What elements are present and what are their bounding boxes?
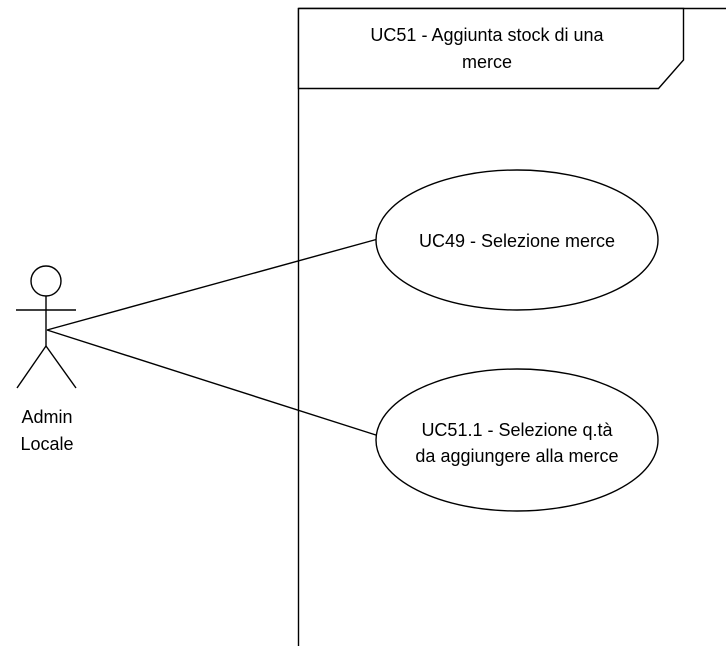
actor-label-line2: Locale	[20, 434, 73, 454]
use-case-uc49-ellipse	[375, 169, 659, 311]
use-case-uc51-1-ellipse	[375, 368, 659, 512]
actor-admin-locale[interactable]: Admin Locale	[16, 265, 77, 454]
use-case-uc49[interactable]: UC49 - Selezione merce	[375, 169, 659, 311]
use-case-uc49-label: UC49 - Selezione merce	[419, 231, 615, 251]
use-case-uc51-1[interactable]: UC51.1 - Selezione q.tà da aggiungere al…	[375, 368, 659, 512]
use-case-uc51-1-label-line1: UC51.1 - Selezione q.tà	[421, 420, 613, 440]
actor-right-leg	[45, 345, 77, 389]
frame-title-shape	[297, 7, 685, 90]
frame-title-line1: UC51 - Aggiunta stock di una	[370, 25, 604, 45]
association-line-uc49[interactable]	[46, 238, 379, 331]
association-line-uc51-1[interactable]	[46, 329, 380, 437]
use-case-uc51-1-label-line2: da aggiungere alla merce	[415, 446, 618, 466]
actor-left-leg	[16, 345, 47, 389]
actor-label-line1: Admin	[21, 407, 72, 427]
actor-head	[30, 265, 62, 297]
frame-title-tab[interactable]: UC51 - Aggiunta stock di una merce	[297, 7, 685, 90]
frame-title-line2: merce	[462, 52, 512, 72]
system-frame[interactable]	[297, 7, 726, 646]
